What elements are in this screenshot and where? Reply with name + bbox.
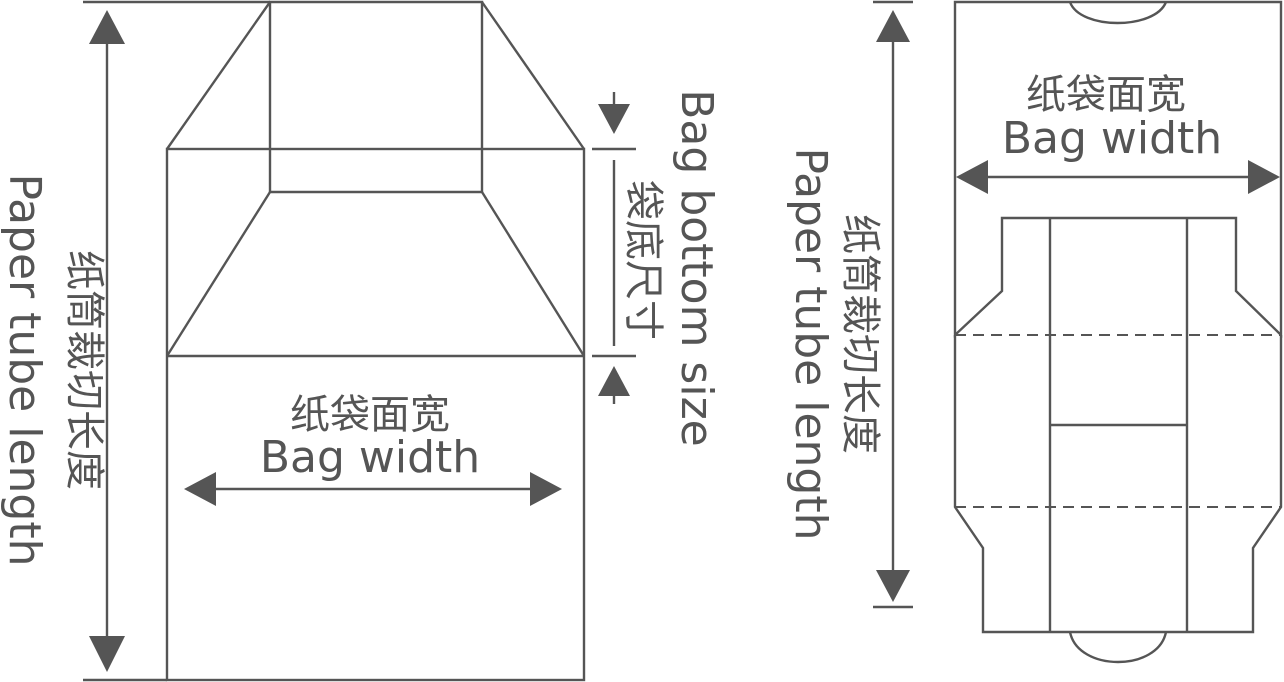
left-flap-upper-right xyxy=(481,1,585,150)
right-length-arrow xyxy=(876,10,910,602)
right-bag-upper-outline xyxy=(953,0,1283,338)
left-flap-upper-left xyxy=(166,1,271,150)
left-length-label-en: Paper tube length xyxy=(0,174,50,567)
left-width-label-en: Bag width xyxy=(260,432,480,483)
left-flap-lower-right xyxy=(480,191,586,357)
right-length-label-en: Paper tube length xyxy=(785,148,836,541)
left-length-label-zh: 纸筒裁切长度 xyxy=(61,250,107,490)
left-bottom-label-en: Bag bottom size xyxy=(671,89,722,447)
right-width-arrow xyxy=(956,160,1280,194)
right-width-label-en: Bag width xyxy=(1002,113,1222,164)
left-bottom-label-zh: 袋底尺寸 xyxy=(620,180,666,340)
left-bottom-size-dimension xyxy=(592,92,636,404)
right-width-label-zh: 纸袋面宽 xyxy=(1026,72,1186,118)
left-bag-body xyxy=(165,147,586,682)
left-bottom-top-panel xyxy=(268,0,484,149)
right-bag-figure: 纸袋面宽 Bag width 纸筒裁切长度 Paper tube length xyxy=(785,0,1283,664)
left-bag-figure: 纸筒裁切长度 Paper tube length 纸袋面宽 Bag width … xyxy=(0,0,722,682)
left-length-arrow xyxy=(89,10,125,672)
right-bottom-notch xyxy=(1068,631,1168,664)
right-top-notch xyxy=(1068,1,1168,25)
right-length-label-zh: 纸筒裁切长度 xyxy=(837,214,883,454)
left-flap-lower-left xyxy=(165,191,272,357)
right-bag-lower-outline xyxy=(953,335,1283,634)
left-width-arrow xyxy=(184,472,562,506)
left-width-label-zh: 纸袋面宽 xyxy=(290,392,450,438)
